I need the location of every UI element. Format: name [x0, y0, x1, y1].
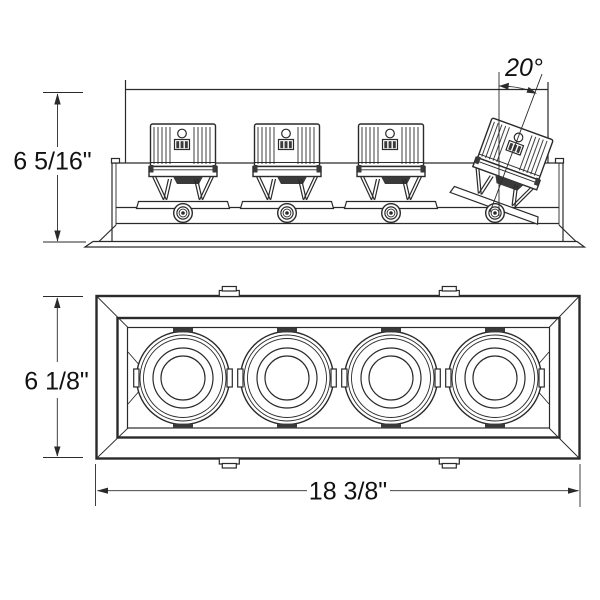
dimensions: 6 5/16" 20° 6 1/8" 18 3/8": [13, 54, 581, 507]
lamp-head-1: [135, 123, 231, 210]
frame-bevel-corners: [97, 296, 579, 458]
screw-3: [381, 202, 401, 224]
trim-outer-frame: [95, 294, 581, 460]
lamp-head-3: [343, 123, 439, 210]
side-height-dimension: 6 5/16": [13, 92, 92, 243]
screw-4: [485, 202, 505, 224]
front-width-label: 18 3/8": [309, 478, 387, 506]
side-view: [83, 72, 587, 248]
screw-1: [172, 202, 194, 224]
trim-inner-frame: [116, 316, 561, 439]
side-height-label: 6 5/16": [13, 148, 91, 176]
front-height-dimension: 6 1/8": [24, 296, 89, 458]
front-view: [95, 285, 581, 469]
screw-2: [277, 202, 297, 224]
tilt-angle-label: 20°: [504, 54, 543, 82]
end-bevels: [127, 351, 550, 405]
trim-flange: [83, 240, 587, 248]
mounting-clips: [218, 285, 460, 469]
tilt-annotation: [489, 72, 543, 216]
front-height-label: 6 1/8": [24, 368, 88, 396]
front-width-dimension: 18 3/8": [95, 464, 581, 507]
lamp-head-2: [239, 123, 335, 210]
